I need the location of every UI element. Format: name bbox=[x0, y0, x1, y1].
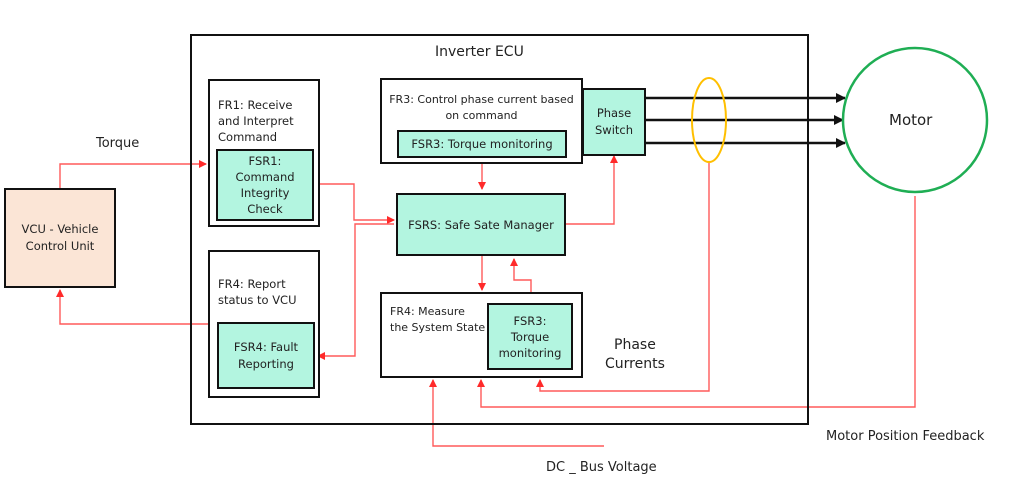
fr3-title-line: FR3: Control phase current based bbox=[389, 93, 574, 106]
fr1-title-line: FR1: Receive bbox=[218, 98, 293, 112]
fsr3-line: Torque bbox=[510, 329, 550, 344]
phase-switch-line: Phase bbox=[596, 106, 632, 120]
dc-bus-label: DC _ Bus Voltage bbox=[546, 460, 657, 475]
inverter-ecu-title: Inverter ECU bbox=[435, 44, 524, 60]
vcu-box: VCU - Vehicle Control Unit bbox=[4, 188, 116, 288]
phase-switch-box: Phase Switch bbox=[582, 88, 646, 156]
fsr4-line: Reporting bbox=[238, 356, 294, 371]
fsr4-box: FSR4: Fault Reporting bbox=[217, 322, 315, 389]
fr3-fsr-label: FSR3: Torque monitoring bbox=[411, 137, 553, 151]
fr4-measure-title: FR4: Measure the System State bbox=[390, 304, 485, 336]
fsr3-line: FSR3: bbox=[513, 313, 547, 328]
fsr1-line: Check bbox=[247, 202, 283, 216]
fr4-measure-title-line: FR4: Measure bbox=[390, 305, 465, 318]
fr1-title-line: and Interpret bbox=[218, 114, 294, 128]
fsr1-line: Integrity bbox=[240, 186, 290, 200]
fr4-measure-box: FR4: Measure the System State FSR3: Torq… bbox=[380, 292, 583, 378]
fr4-measure-title-line: the System State bbox=[390, 321, 486, 334]
fsr3-line: monitoring bbox=[498, 345, 562, 360]
wire-status-to-vcu bbox=[56, 289, 208, 325]
fr4-report-title-line: FR4: Report bbox=[218, 277, 286, 291]
phase-currents-label: Phase Currents bbox=[605, 336, 665, 374]
fr4-report-title: FR4: Report status to VCU bbox=[218, 276, 297, 308]
fr4-measure-fsr3-box: FSR3: Torque monitoring bbox=[487, 303, 573, 370]
fr3-fsr-box: FSR3: Torque monitoring bbox=[397, 130, 567, 158]
fr3-title: FR3: Control phase current based on comm… bbox=[382, 92, 581, 124]
fsr4-line: FSR4: Fault bbox=[233, 339, 299, 354]
fsr1-line: FSR1: bbox=[248, 154, 282, 168]
fr3-title-line: on command bbox=[445, 109, 518, 122]
fr4-report-title-line: status to VCU bbox=[218, 293, 297, 307]
fr3-box: FR3: Control phase current based on comm… bbox=[380, 78, 583, 164]
vcu-label: VCU - Vehicle Control Unit bbox=[21, 222, 99, 253]
safe-state-manager-box: FSRS: Safe Sate Manager bbox=[396, 193, 566, 256]
phase-switch-line: Switch bbox=[594, 123, 634, 137]
motor-label: Motor bbox=[889, 111, 933, 129]
fr1-title: FR1: Receive and Interpret Command bbox=[218, 97, 294, 145]
motor-feedback-label: Motor Position Feedback bbox=[826, 429, 985, 444]
inverter-ecu-box bbox=[190, 34, 809, 425]
phase-currents-line: Currents bbox=[605, 356, 665, 372]
phase-currents-line: Phase bbox=[614, 337, 656, 353]
fr1-title-line: Command bbox=[218, 130, 278, 144]
fr1-box: FR1: Receive and Interpret Command FSR1:… bbox=[208, 79, 320, 227]
fsr1-box: FSR1: Command Integrity Check bbox=[216, 149, 314, 221]
fsr1-line: Command bbox=[235, 170, 295, 184]
safe-state-manager-label: FSRS: Safe Sate Manager bbox=[408, 217, 554, 232]
torque-label: Torque bbox=[96, 136, 140, 151]
fr4-report-box: FR4: Report status to VCU FSR4: Fault Re… bbox=[208, 250, 320, 398]
wire-torque bbox=[59, 160, 207, 188]
